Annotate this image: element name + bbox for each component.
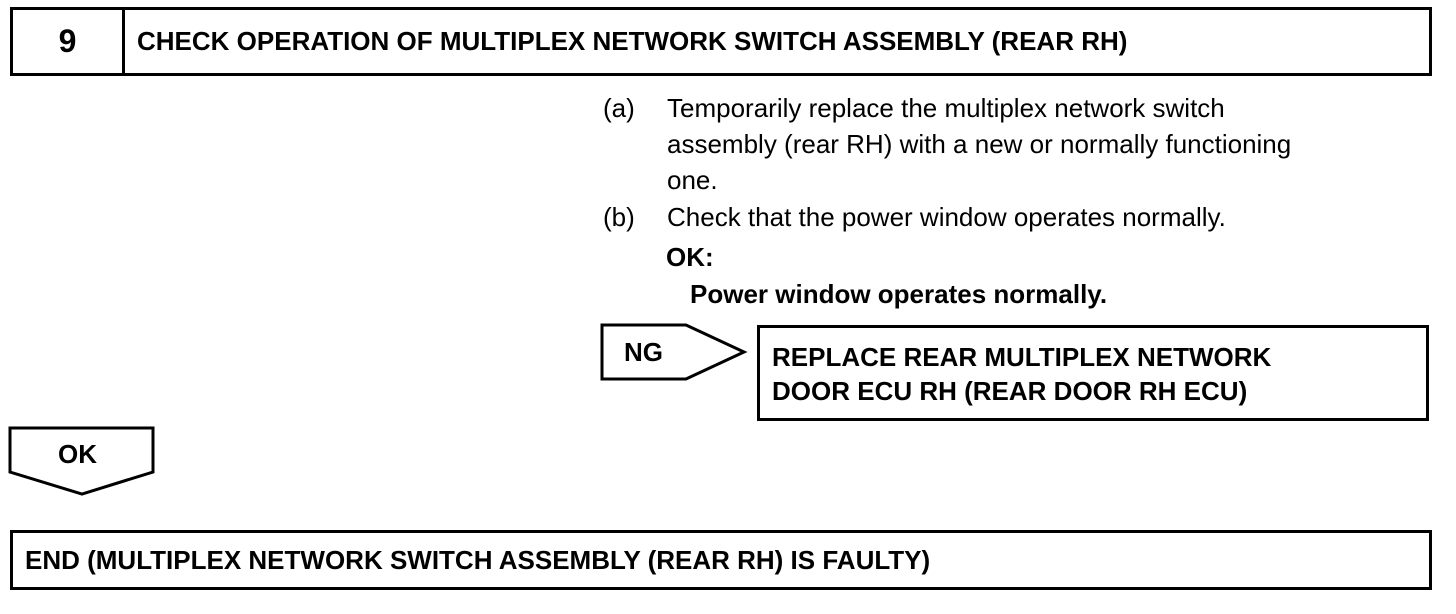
end-text: END (MULTIPLEX NETWORK SWITCH ASSEMBLY (… (25, 544, 931, 575)
step-number: 9 (58, 23, 77, 59)
ng-label: NG (624, 337, 663, 367)
instruction-b: (b) Check that the power window operates… (603, 199, 1433, 235)
ng-result-line: REPLACE REAR MULTIPLEX NETWORK (772, 342, 1272, 372)
ok-label: OK (58, 439, 97, 469)
instruction-letter: (b) (603, 202, 635, 232)
criteria-label: OK: (666, 242, 714, 272)
ng-result-box: REPLACE REAR MULTIPLEX NETWORK DOOR ECU … (757, 325, 1429, 421)
step-title-box: CHECK OPERATION OF MULTIPLEX NETWORK SWI… (122, 7, 1432, 76)
instruction-text: Check that the power window operates nor… (667, 199, 1226, 235)
instruction-line: Temporarily replace the multiplex networ… (667, 93, 1225, 123)
instruction-line: Check that the power window operates nor… (667, 202, 1226, 232)
step-number-box: 9 (10, 7, 125, 76)
instruction-letter: (a) (603, 93, 635, 123)
instruction-a: (a) Temporarily replace the multiplex ne… (603, 90, 1433, 200)
end-box: END (MULTIPLEX NETWORK SWITCH ASSEMBLY (… (10, 530, 1432, 590)
instruction-text: Temporarily replace the multiplex networ… (667, 90, 1291, 198)
instruction-line: one. (667, 165, 718, 195)
step-title: CHECK OPERATION OF MULTIPLEX NETWORK SWI… (137, 26, 1128, 56)
ng-result-line: DOOR ECU RH (REAR DOOR RH ECU) (772, 376, 1248, 406)
criteria-text: Power window operates normally. (690, 279, 1108, 309)
instruction-line: assembly (rear RH) with a new or normall… (667, 129, 1292, 159)
